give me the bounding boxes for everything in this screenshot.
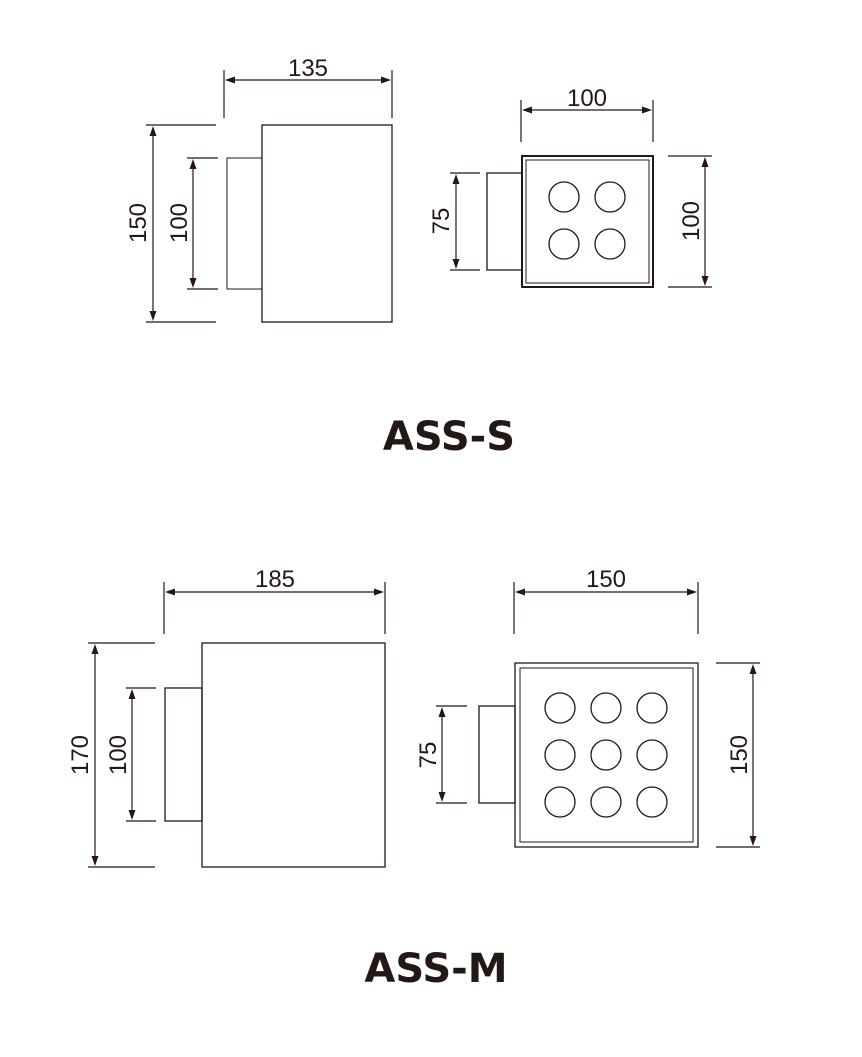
led-lens-icon — [594, 228, 626, 260]
ass-s-front-view — [486, 155, 654, 288]
ass-s-side-view — [226, 124, 393, 323]
led-lens-icon — [594, 181, 626, 213]
ass-m-side-view — [164, 642, 386, 868]
ass-m-front-height-dimension: 150 — [716, 662, 760, 848]
ass-s-front-body — [521, 155, 654, 288]
led-lens-icon — [590, 739, 622, 771]
ass-m-front-width-dimension: 150 — [513, 566, 699, 634]
led-lens-icon — [636, 786, 668, 818]
ass-m-side-base-label: 100 — [105, 735, 132, 775]
ass-s-front-height-label: 100 — [678, 201, 705, 241]
ass-s-side-base — [226, 157, 263, 290]
led-lens-icon — [636, 739, 668, 771]
ass-m-front-height-label: 150 — [726, 735, 753, 775]
ass-s-title: ASS-S — [383, 414, 515, 460]
ass-s-front-width-label: 100 — [567, 85, 607, 112]
ass-m-title: ASS-M — [364, 946, 507, 992]
ass-m-side-height-dimension: 170 — [67, 642, 155, 868]
ass-s-side-width-dimension: 135 — [223, 55, 393, 118]
led-lens-icon — [544, 692, 576, 724]
led-lens-icon — [590, 786, 622, 818]
ass-m-side-body — [201, 642, 386, 868]
ass-s-front-base — [486, 172, 523, 271]
led-lens-icon — [548, 228, 580, 260]
ass-m-side-width-label: 185 — [255, 566, 295, 593]
ass-s-front-bezel — [525, 159, 650, 284]
led-lens-icon — [590, 692, 622, 724]
led-lens-icon — [544, 786, 576, 818]
ass-s-side-height-label: 150 — [125, 203, 152, 243]
ass-m-side-base — [164, 687, 203, 822]
led-lens-icon — [544, 739, 576, 771]
ass-m-side-width-dimension: 185 — [163, 566, 386, 634]
ass-m-side-base-dimension: 100 — [105, 687, 156, 822]
ass-s-front-base-dimension: 75 — [428, 172, 480, 271]
ass-s-side-base-dimension: 100 — [166, 157, 218, 290]
ass-m-front-width-label: 150 — [586, 566, 626, 593]
ass-m-front-body — [514, 662, 699, 848]
led-lens-icon — [548, 181, 580, 213]
ass-s-side-height-dimension: 150 — [125, 124, 216, 323]
ass-m-front-bezel — [519, 667, 694, 843]
ass-m-front-base-label: 75 — [415, 742, 442, 769]
ass-s-side-body — [261, 124, 393, 323]
ass-s-front-width-dimension: 100 — [520, 85, 654, 142]
ass-s-side-width-label: 135 — [288, 55, 328, 82]
ass-m-front-base — [478, 705, 516, 804]
ass-m-front-view — [478, 662, 699, 848]
ass-m-front-base-dimension: 75 — [415, 705, 467, 804]
ass-m-side-height-label: 170 — [67, 735, 94, 775]
ass-s-side-base-label: 100 — [166, 203, 193, 243]
led-lens-icon — [636, 692, 668, 724]
ass-s-front-height-dimension: 100 — [668, 155, 712, 288]
ass-s-front-base-label: 75 — [428, 208, 455, 235]
